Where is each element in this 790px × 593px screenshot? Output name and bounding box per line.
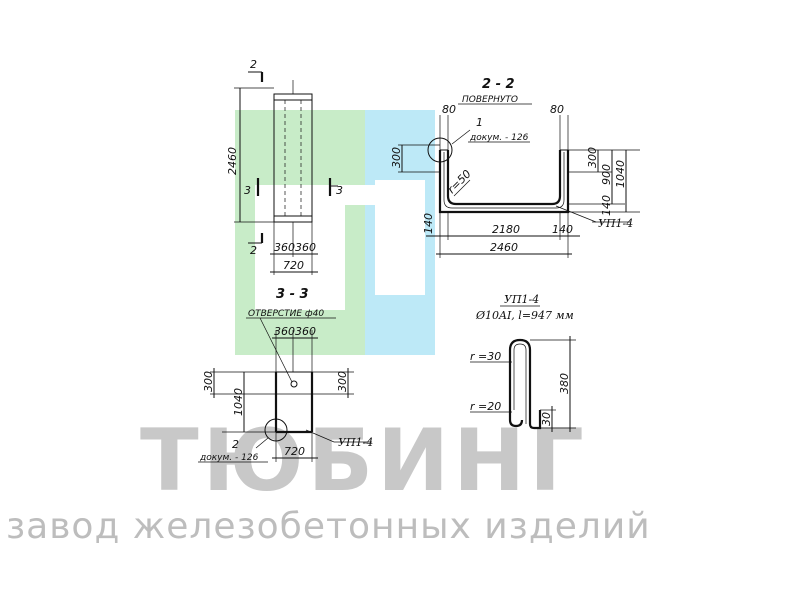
s33-half-right-dim: 360 (295, 325, 316, 338)
cut-2-top-label: 2 (250, 58, 257, 71)
s33-callout-doc: докум. - 126 (199, 453, 259, 463)
section-2-2-subtitle: ПОВЕРНУТО (462, 95, 518, 105)
s22-radius-label: r=50 (445, 167, 474, 196)
section-3-3: 3 - 3 ОТВЕРСТИЕ ф40 360 360 300 1040 300 (198, 287, 373, 463)
s33-left-1040-dim: 1040 (232, 388, 245, 416)
s22-right-900-dim: 900 (600, 164, 613, 185)
s22-callout-number: 1 (476, 116, 483, 129)
detail-spec: Ø10AI, l=947 мм (475, 309, 574, 322)
detail-r-bottom: r =20 (470, 400, 501, 413)
s22-right-1040-dim: 1040 (614, 160, 627, 188)
s33-left-300-dim: 300 (202, 371, 215, 392)
s33-width-dim: 720 (284, 445, 305, 458)
s33-right-300-dim: 300 (336, 371, 349, 392)
s33-bar-label: УП1-4 (338, 436, 373, 449)
s22-callout-doc: докум. - 126 (469, 133, 529, 143)
section-2-2-title: 2 - 2 (482, 77, 515, 92)
watermark-logo (235, 110, 435, 355)
s22-right-140-dim: 140 (600, 195, 613, 216)
detail-height-dim: 380 (558, 373, 571, 394)
front-height-dim: 2460 (226, 147, 239, 175)
s22-bottom-right-dim: 140 (552, 223, 573, 236)
s22-total-dim: 2460 (490, 241, 518, 254)
s33-half-left-dim: 360 (274, 325, 295, 338)
detail-r-top: r =30 (470, 350, 501, 363)
detail-up1-4: УП1-4 Ø10AI, l=947 мм r =30 r =20 380 30 (470, 293, 576, 432)
cut-3-left-label: 3 (244, 184, 251, 197)
front-width-dim: 720 (283, 259, 304, 272)
watermark-tagline: завод железобетонных изделий (6, 506, 651, 547)
cut-3-right-label: 3 (336, 184, 343, 197)
s22-top-left-dim: 80 (442, 103, 456, 116)
detail-leg-dim: 30 (540, 412, 553, 426)
front-half-left-dim: 360 (274, 241, 295, 254)
detail-title: УП1-4 (504, 293, 539, 306)
s33-hole-label: ОТВЕРСТИЕ ф40 (248, 309, 324, 319)
front-half-right-dim: 360 (295, 241, 316, 254)
s22-bottom-left-dim: 140 (422, 213, 435, 234)
cut-2-bottom-label: 2 (250, 244, 257, 257)
s22-left-height-dim: 300 (390, 147, 403, 168)
s22-right-300-dim: 300 (586, 147, 599, 168)
s22-top-right-dim: 80 (550, 103, 564, 116)
watermark-brand: ТЮБИНГ (140, 411, 588, 511)
s22-bar-label: УП1-4 (598, 217, 633, 230)
s22-bottom-mid-dim: 2180 (492, 223, 520, 236)
front-view: 2 2 3 3 2460 360 360 720 (226, 58, 343, 275)
section-3-3-title: 3 - 3 (276, 287, 309, 302)
s33-callout-number: 2 (232, 438, 239, 451)
